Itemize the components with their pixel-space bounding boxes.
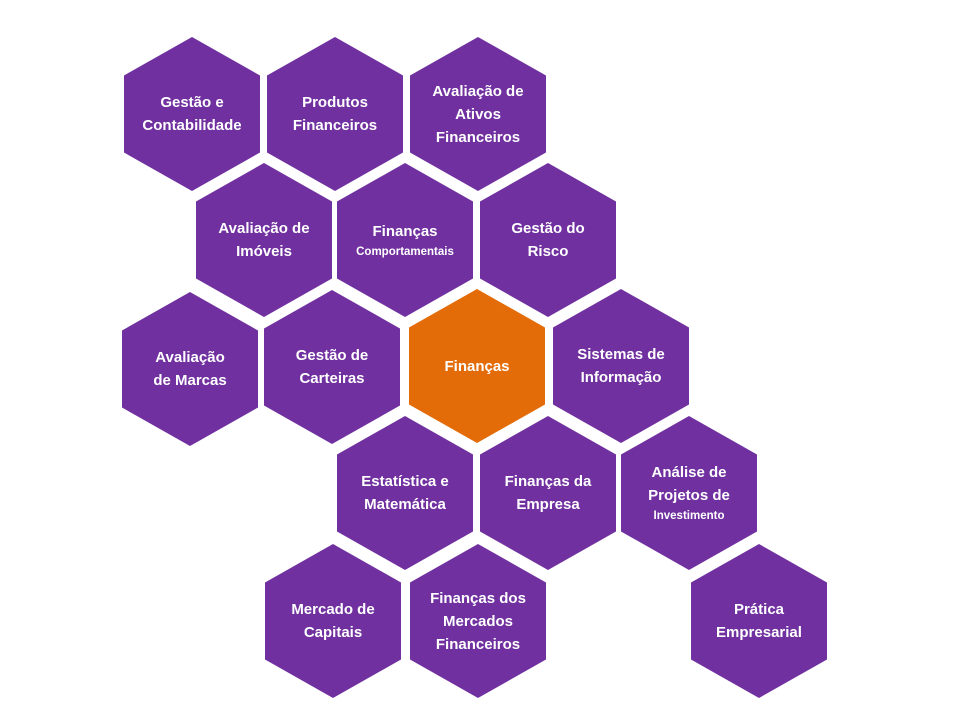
hex-label-line: Empresa xyxy=(516,496,580,513)
hex-label-line: Sistemas de xyxy=(577,346,665,363)
hex-label-line: Avaliação de xyxy=(218,220,310,237)
hex-pratica-empresarial: Prática Empresarial xyxy=(691,544,827,698)
hex-label-line: Comportamentais xyxy=(356,245,454,258)
hex-avaliacao-ativos: Avaliação de Ativos Financeiros xyxy=(410,37,546,191)
hex-gestao-risco: Gestão do Risco xyxy=(480,163,616,317)
hex-financas-comportamentais: Finanças Comportamentais xyxy=(337,163,473,317)
hex-sistemas-informacao: Sistemas de Informação xyxy=(553,289,689,443)
hex-produtos-financeiros: Produtos Financeiros xyxy=(267,37,403,191)
hex-label-line: Mercados xyxy=(442,612,514,630)
hex-label-line: Investimento xyxy=(653,510,725,522)
hex-label-line: Financeiros xyxy=(435,128,521,146)
hex-label-line: Contabilidade xyxy=(142,117,242,134)
hex-financas-empresa: Finanças da Empresa xyxy=(480,416,616,570)
hex-label-line: Gestão do xyxy=(511,220,585,237)
hex-label-line: Imóveis xyxy=(236,243,292,260)
hex-label-line: Financeiros xyxy=(292,117,378,134)
hex-label-line: Mercado de xyxy=(291,601,375,618)
hex-label-line: Finanças da xyxy=(504,473,592,490)
hex-gestao-carteiras: Gestão de Carteiras xyxy=(264,290,400,444)
hex-analise-projetos: Análise de Projetos de Investimento xyxy=(621,416,757,570)
hex-label-line: Capitais xyxy=(303,624,363,641)
hex-label-line: Financeiros xyxy=(435,635,521,653)
hex-label-line: de Marcas xyxy=(153,372,227,389)
hex-label-line: Matemática xyxy=(364,496,446,513)
hex-label-line: Gestão de xyxy=(295,347,369,364)
hex-label-line: Informação xyxy=(580,369,662,386)
hex-label-line: Avaliação xyxy=(155,349,225,366)
hex-label-line: Estatística e xyxy=(361,473,449,490)
hex-label-line: Prática xyxy=(733,601,785,618)
hex-avaliacao-imoveis: Avaliação de Imóveis xyxy=(196,163,332,317)
hex-label-line: Carteiras xyxy=(299,370,365,387)
hex-label-line: Gestão e xyxy=(160,94,224,111)
hex-label-line: Ativos xyxy=(455,105,501,123)
hex-label-line: Análise de xyxy=(651,464,727,481)
hex-mercado-capitais: Mercado de Capitais xyxy=(265,544,401,698)
hex-label-line: Projetos de xyxy=(648,487,730,504)
hex-label-line: Finanças dos xyxy=(430,589,526,607)
hex-avaliacao-marcas: Avaliação de Marcas xyxy=(122,292,258,446)
hex-label-line: Finanças xyxy=(444,357,510,375)
hex-gestao-contabilidade: Gestão e Contabilidade xyxy=(124,37,260,191)
hex-financas-mercados: Finanças dos Mercados Financeiros xyxy=(410,544,546,698)
hex-label-line: Produtos xyxy=(302,94,368,111)
hex-estatistica-matematica: Estatística e Matemática xyxy=(337,416,473,570)
hex-label-line: Empresarial xyxy=(716,624,802,641)
hex-label-line: Finanças xyxy=(372,222,438,240)
hex-financas-center: Finanças xyxy=(409,289,545,443)
hex-label-line: Avaliação de xyxy=(432,82,524,100)
hex-label-line: Risco xyxy=(527,243,569,260)
